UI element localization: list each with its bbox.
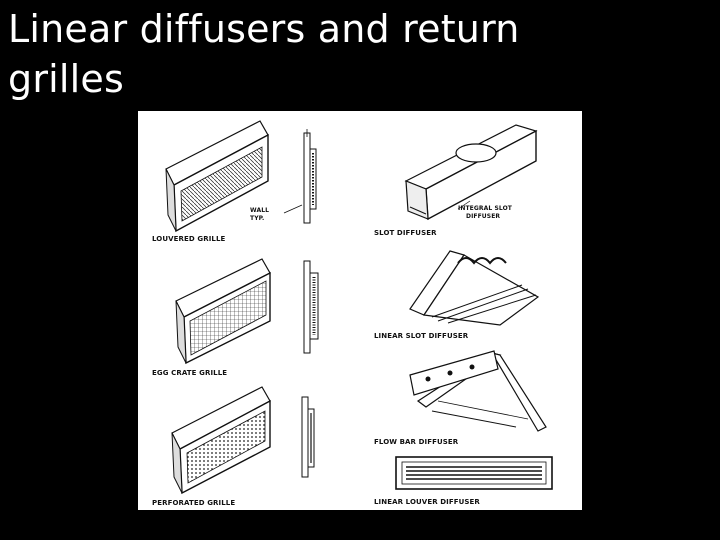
linear-louver-diffuser-drawing bbox=[395, 456, 553, 490]
egg-crate-grille-drawing bbox=[175, 258, 271, 365]
caption-integral-slot: INTEGRAL SLOT bbox=[458, 205, 512, 212]
caption-typ: TYP. bbox=[250, 215, 265, 222]
caption-wall: WALL bbox=[250, 207, 270, 214]
louvered-grille-section bbox=[283, 129, 317, 224]
caption-louvered-grille: LOUVERED GRILLE bbox=[152, 235, 226, 243]
linear-slot-diffuser-drawing bbox=[409, 250, 540, 326]
caption-linear-louver-diffuser: LINEAR LOUVER DIFFUSER bbox=[374, 498, 480, 506]
caption-perforated-grille: PERFORATED GRILLE bbox=[152, 499, 236, 507]
caption-slot-diffuser: SLOT DIFFUSER bbox=[374, 229, 437, 237]
illustration-drawing bbox=[165, 120, 553, 495]
slot-diffuser-drawing bbox=[404, 124, 538, 221]
caption-linear-slot-diffuser: LINEAR SLOT DIFFUSER bbox=[374, 332, 469, 340]
caption-flow-bar-diffuser: FLOW BAR DIFFUSER bbox=[374, 438, 459, 446]
perforated-grille-section bbox=[301, 396, 315, 478]
caption-integral-diffuser: DIFFUSER bbox=[466, 213, 501, 220]
egg-crate-grille-section bbox=[303, 260, 319, 354]
diffuser-grille-illustration: LOUVERED GRILLE WALL TYP. EGG CRATE GRIL… bbox=[138, 111, 582, 510]
slide-title: Linear diffusers and return grilles bbox=[8, 7, 520, 101]
caption-egg-crate-grille: EGG CRATE GRILLE bbox=[152, 369, 228, 377]
perforated-grille-drawing bbox=[171, 386, 271, 495]
flow-bar-diffuser-drawing bbox=[409, 350, 547, 432]
louvered-grille-drawing bbox=[165, 120, 269, 233]
